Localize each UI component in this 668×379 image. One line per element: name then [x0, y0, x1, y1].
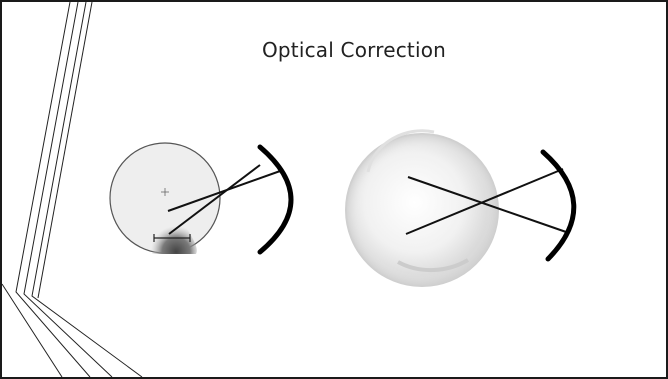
eye-diagram-icon: [109, 142, 294, 255]
decorative-frame-lines: [2, 2, 143, 377]
width-marker: [153, 234, 191, 242]
eye-center-mark: [161, 188, 169, 196]
lens-highlight: [366, 129, 435, 173]
lens-reflection: [397, 258, 470, 273]
light-rays: [167, 164, 284, 235]
spherical-lens-icon: [345, 129, 577, 287]
lens-glow: [346, 134, 498, 286]
curved-mirror-icon: [257, 144, 294, 255]
curved-mirror-icon: [540, 149, 577, 262]
crossing-rays: [405, 168, 570, 235]
slide-title: Optical Correction: [261, 38, 447, 62]
